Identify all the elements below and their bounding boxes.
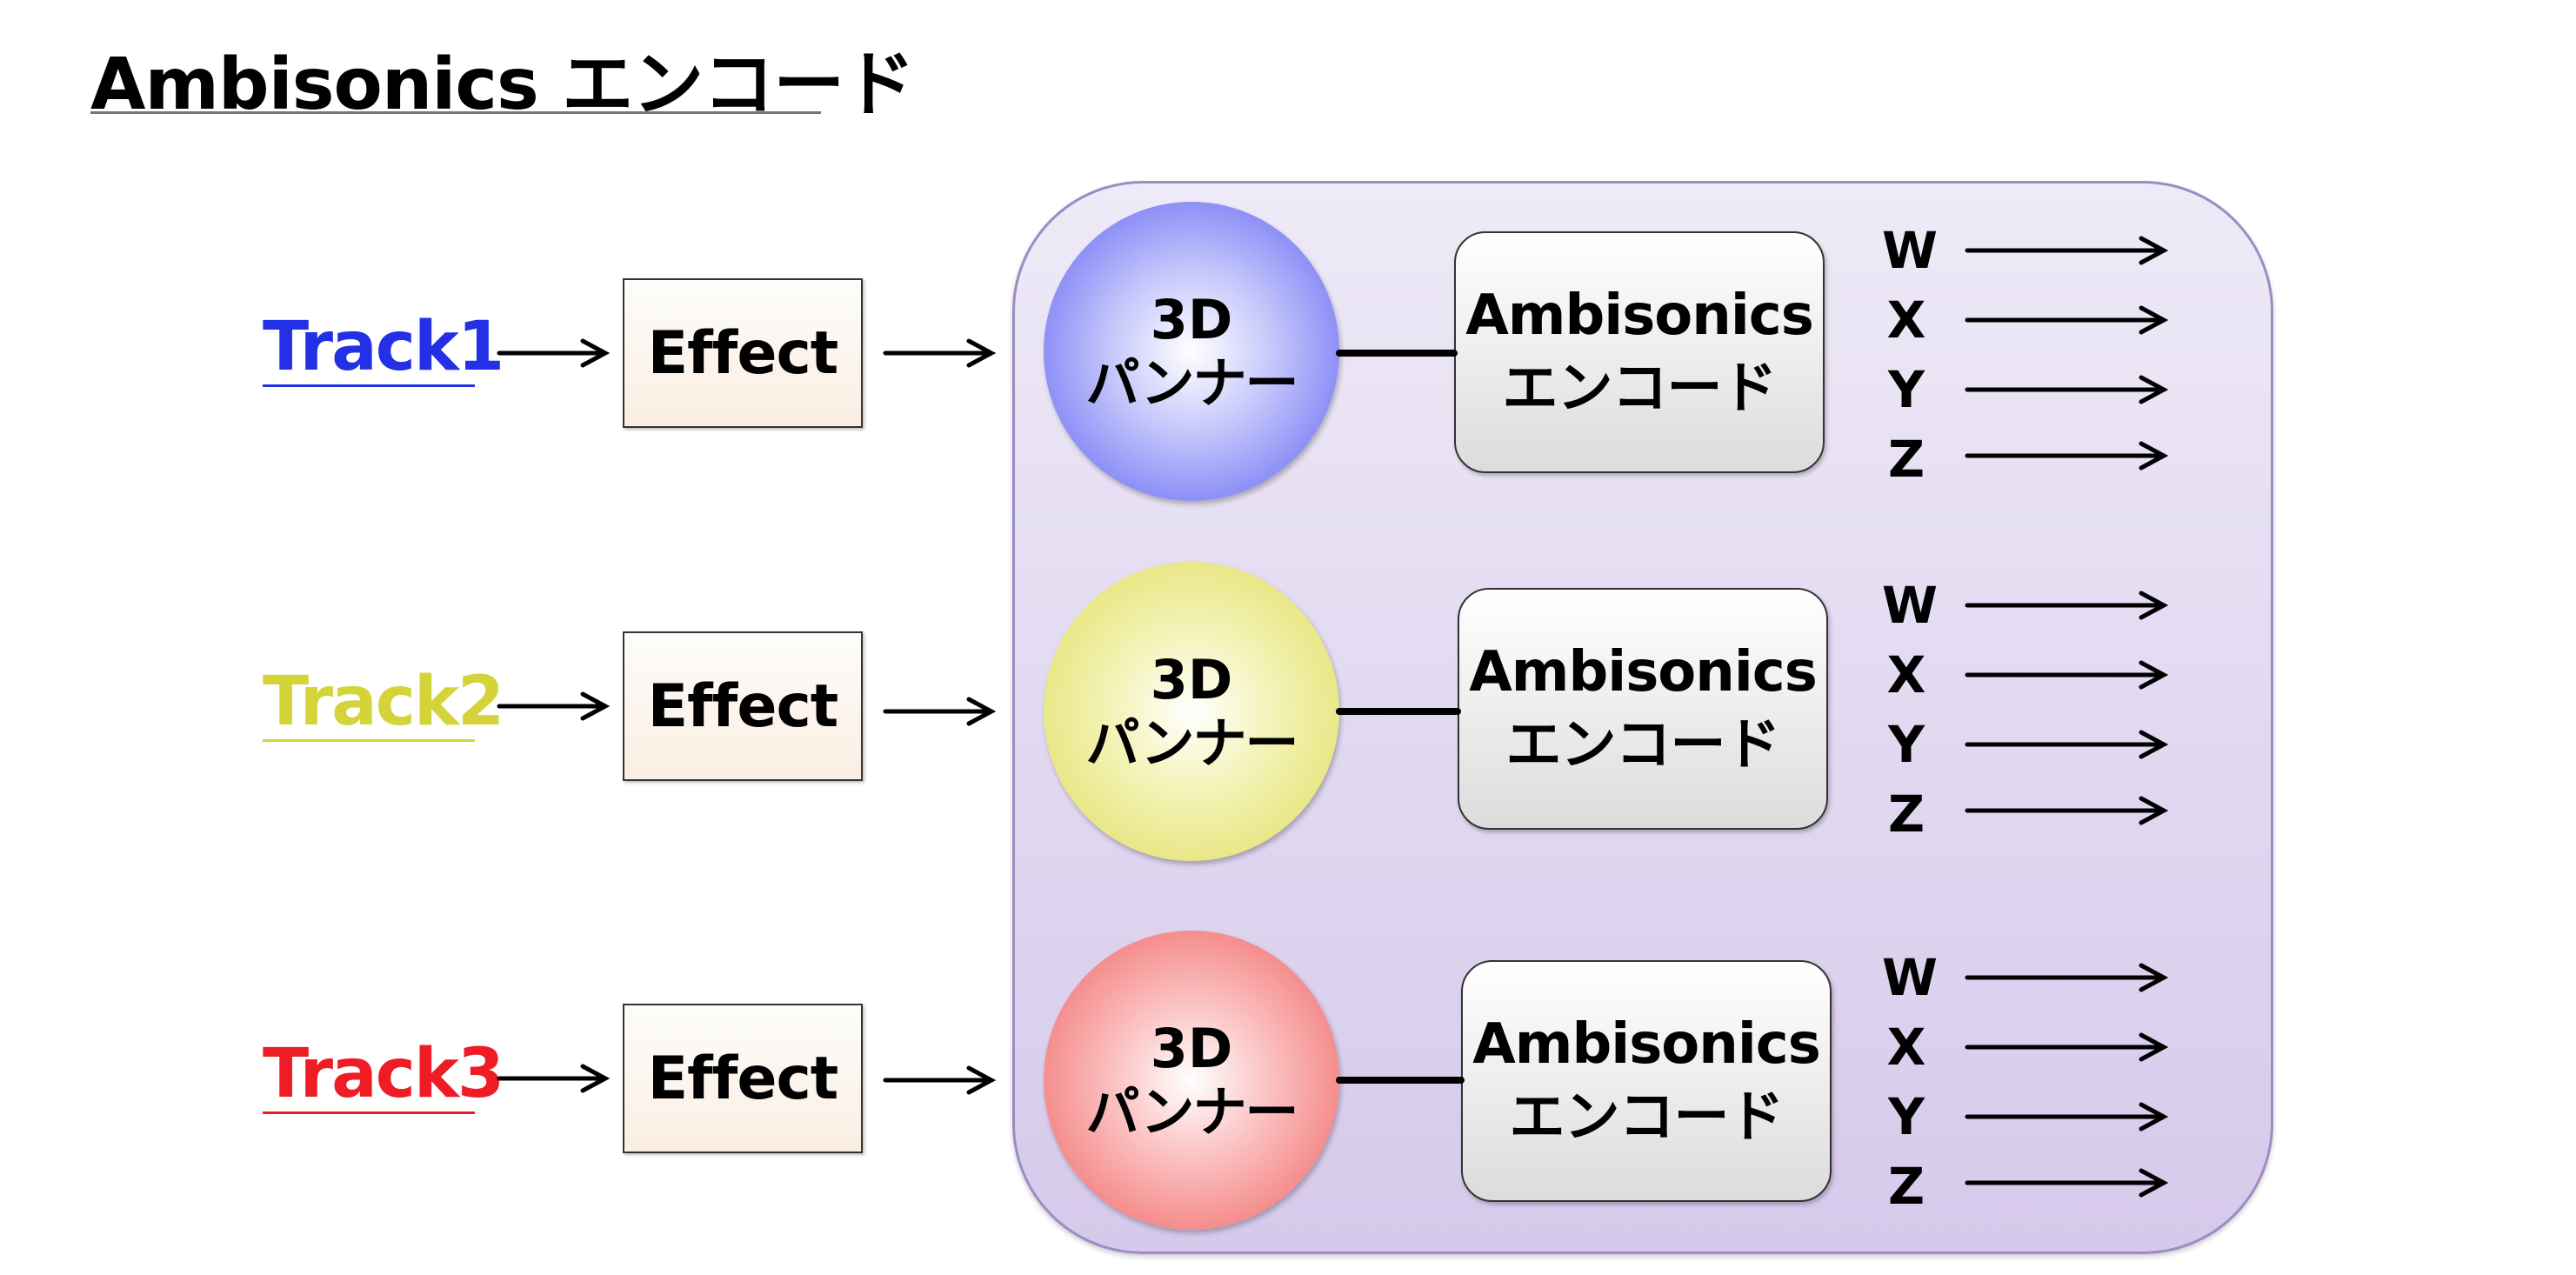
panner-circle-2: 3D パンナー: [1044, 562, 1339, 861]
arrow-out-z-3: [1965, 1168, 2169, 1198]
track-label-1: Track1: [263, 308, 504, 386]
channel-x-1: X: [1886, 290, 1926, 350]
arrow-out-z-1: [1965, 441, 2169, 471]
arrow-out-x-2: [1965, 660, 2169, 690]
effect-box-1: Effect: [623, 278, 863, 428]
channel-w-1: W: [1882, 221, 1938, 280]
panner-label: パンナー: [1085, 1080, 1298, 1144]
channel-x-2: X: [1886, 645, 1926, 704]
channel-z-3: Z: [1887, 1157, 1925, 1216]
panner-label-3d: 3D: [1150, 287, 1233, 351]
track-underline-1: [263, 384, 475, 387]
panner-label: パンナー: [1085, 351, 1298, 415]
channel-x-3: X: [1886, 1018, 1926, 1077]
arrow-track-to-effect-3: [497, 1064, 611, 1093]
effect-box-3: Effect: [623, 1004, 863, 1153]
track-label-2: Track2: [263, 663, 504, 741]
panner-label-3d: 3D: [1150, 647, 1233, 711]
arrow-effect-to-panner-3: [883, 1065, 997, 1095]
encoder-box-2: Ambisonics エンコード: [1458, 588, 1828, 830]
arrow-effect-to-panner-1: [883, 338, 997, 368]
channel-y-1: Y: [1888, 360, 1925, 419]
encoder-label-line1: Ambisonics: [1469, 639, 1818, 704]
track-underline-3: [263, 1111, 475, 1114]
arrow-out-x-1: [1965, 305, 2169, 335]
arrow-out-z-2: [1965, 796, 2169, 825]
encoder-box-1: Ambisonics エンコード: [1454, 231, 1825, 473]
panner-label-3d: 3D: [1150, 1016, 1233, 1080]
arrow-track-to-effect-1: [497, 338, 611, 368]
channel-y-3: Y: [1888, 1087, 1925, 1146]
panner-circle-1: 3D パンナー: [1044, 202, 1339, 501]
encoder-label-line1: Ambisonics: [1472, 1011, 1821, 1077]
channel-z-2: Z: [1887, 784, 1925, 844]
channel-w-2: W: [1882, 576, 1938, 635]
panner-circle-3: 3D パンナー: [1044, 931, 1339, 1230]
panner-label: パンナー: [1085, 711, 1298, 775]
channel-y-2: Y: [1888, 715, 1925, 774]
encoder-label-line1: Ambisonics: [1465, 283, 1814, 348]
arrow-out-y-2: [1965, 730, 2169, 759]
title-underline: [90, 111, 821, 114]
encoder-label-line2: エンコード: [1502, 357, 1778, 421]
arrow-out-y-3: [1965, 1102, 2169, 1131]
track-label-3: Track3: [263, 1035, 504, 1113]
arrow-out-w-3: [1965, 963, 2169, 992]
arrow-out-x-3: [1965, 1032, 2169, 1062]
channel-z-1: Z: [1887, 430, 1925, 489]
track-underline-2: [263, 739, 475, 742]
channel-w-3: W: [1882, 948, 1938, 1007]
arrow-out-w-2: [1965, 591, 2169, 620]
encoder-label-line2: エンコード: [1505, 713, 1781, 778]
arrow-out-y-1: [1965, 375, 2169, 404]
arrow-effect-to-panner-2: [883, 697, 997, 726]
arrow-track-to-effect-2: [497, 691, 611, 721]
effect-box-2: Effect: [623, 631, 863, 781]
arrow-out-w-1: [1965, 236, 2169, 265]
encoder-label-line2: エンコード: [1509, 1085, 1785, 1150]
encoder-box-3: Ambisonics エンコード: [1461, 960, 1832, 1202]
